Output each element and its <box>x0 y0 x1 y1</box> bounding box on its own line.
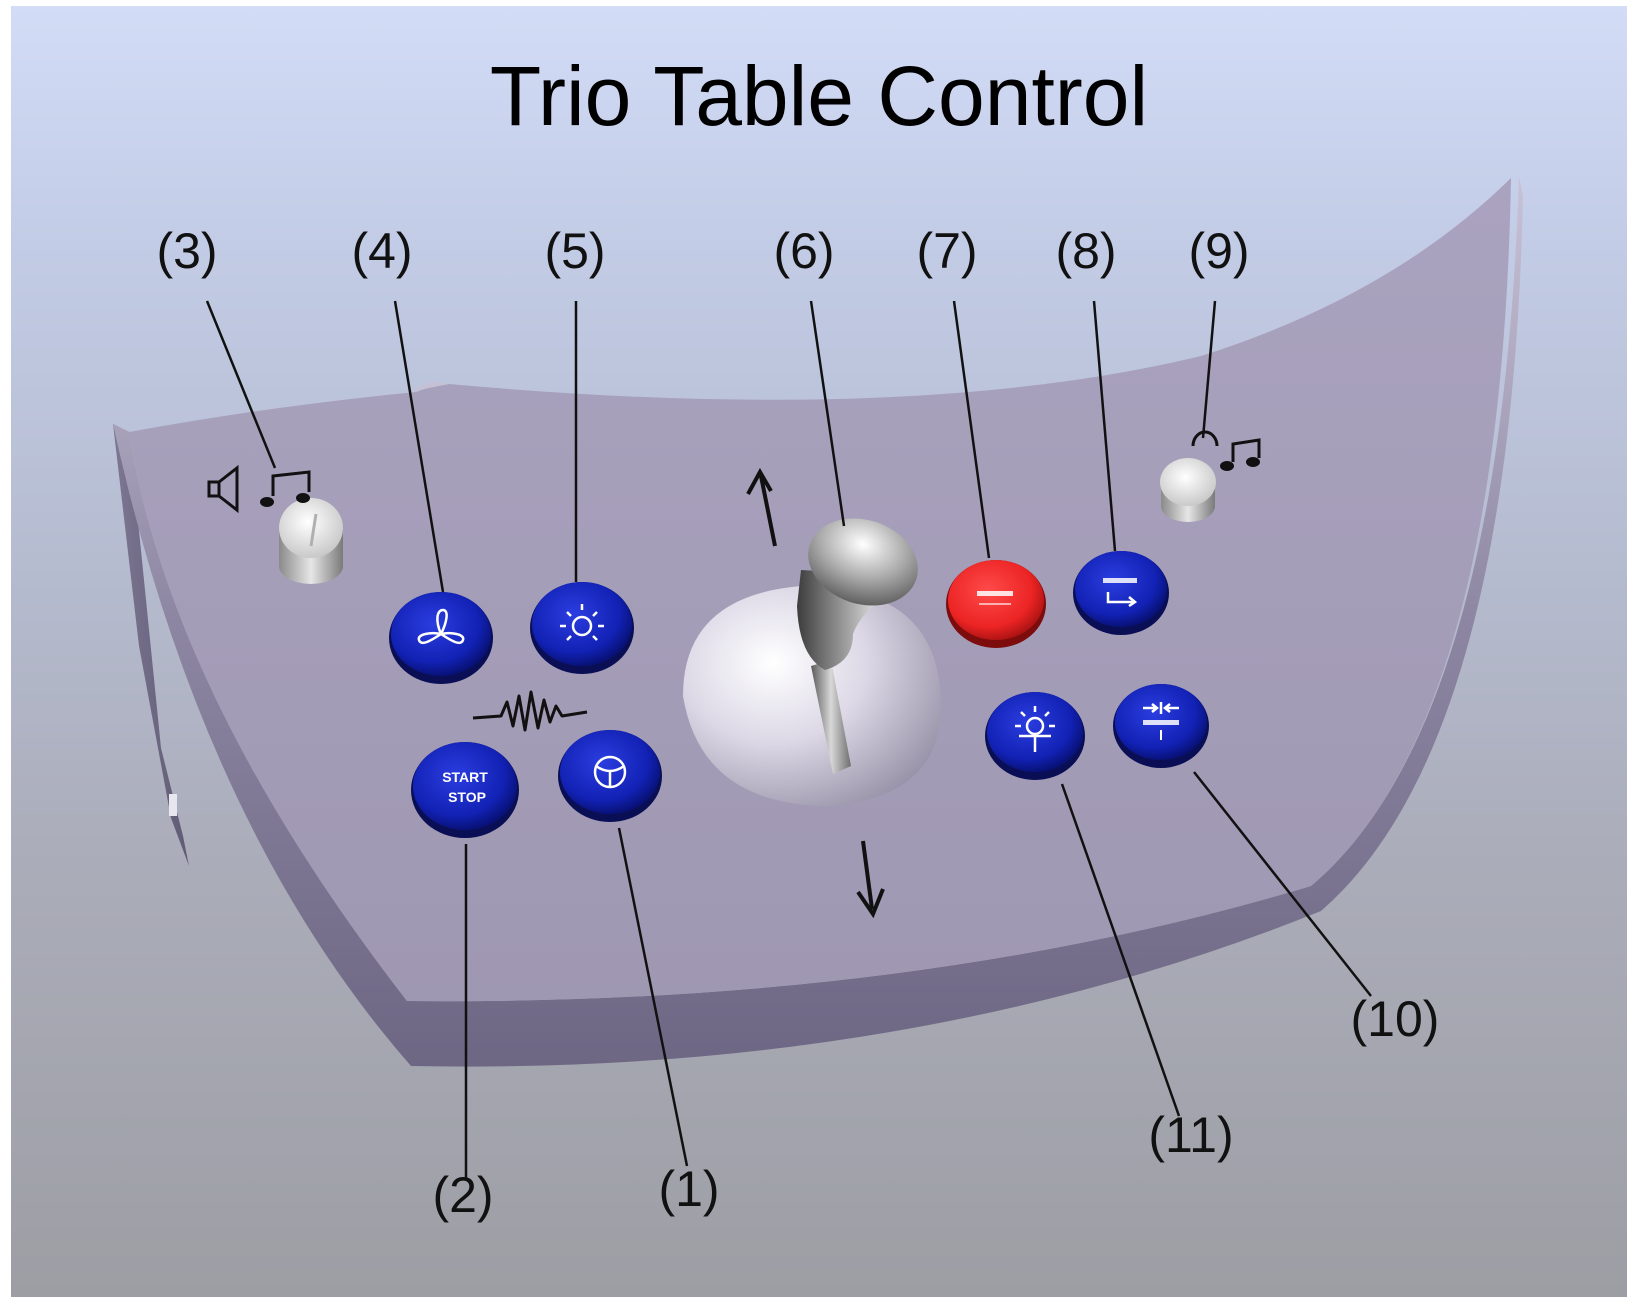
callout-3: (3) <box>156 223 217 279</box>
laser-light-button[interactable] <box>985 692 1085 780</box>
light-button[interactable] <box>530 582 634 674</box>
speaker-icon <box>207 464 239 514</box>
callout-9: (9) <box>1188 223 1249 279</box>
steering-wheel-icon <box>593 755 627 789</box>
slide: Trio Table Control <box>11 6 1627 1297</box>
leader-lines <box>205 300 1372 1178</box>
callout-4: (4) <box>351 223 412 279</box>
joystick-forward-arrow-icon <box>746 467 777 547</box>
callout-5: (5) <box>544 223 605 279</box>
callout-10: (10) <box>1351 991 1440 1047</box>
light-bulb-icon <box>560 604 604 641</box>
callout-2: (2) <box>432 1167 493 1223</box>
page-title: Trio Table Control <box>489 49 1149 143</box>
steering-button[interactable] <box>558 730 662 822</box>
music-note-icon <box>1220 438 1261 471</box>
fan-icon <box>417 608 465 645</box>
return-arrow-icon <box>1106 592 1138 608</box>
callout-8: (8) <box>1055 223 1116 279</box>
callout-11: (11) <box>1148 1107 1233 1163</box>
callout-1: (1) <box>658 1161 719 1217</box>
callout-6: (6) <box>773 223 834 279</box>
start-stop-button[interactable]: START STOP <box>411 742 519 838</box>
laser-light-icon <box>1015 706 1055 752</box>
fan-button[interactable] <box>389 592 493 684</box>
memory-position-button[interactable] <box>1073 551 1169 635</box>
isocenter-button[interactable] <box>1113 684 1209 768</box>
callout-7: (7) <box>916 223 977 279</box>
panel-side-wall <box>113 424 189 866</box>
stop-red-button[interactable] <box>946 560 1046 648</box>
panel-port <box>169 794 177 816</box>
joystick[interactable] <box>683 505 941 806</box>
vibration-wave-icon <box>472 690 588 732</box>
volume-knob[interactable] <box>279 498 343 584</box>
headphones-icon <box>1191 430 1219 447</box>
center-arrows-icon <box>1143 702 1179 714</box>
stop-label: STOP <box>448 789 486 805</box>
music-note-icon <box>260 470 311 507</box>
start-label: START <box>442 769 488 785</box>
headphone-volume-knob[interactable] <box>1160 458 1216 522</box>
joystick-backward-arrow-icon <box>856 840 885 919</box>
table-control-diagram: START STOP <box>113 176 1523 1223</box>
